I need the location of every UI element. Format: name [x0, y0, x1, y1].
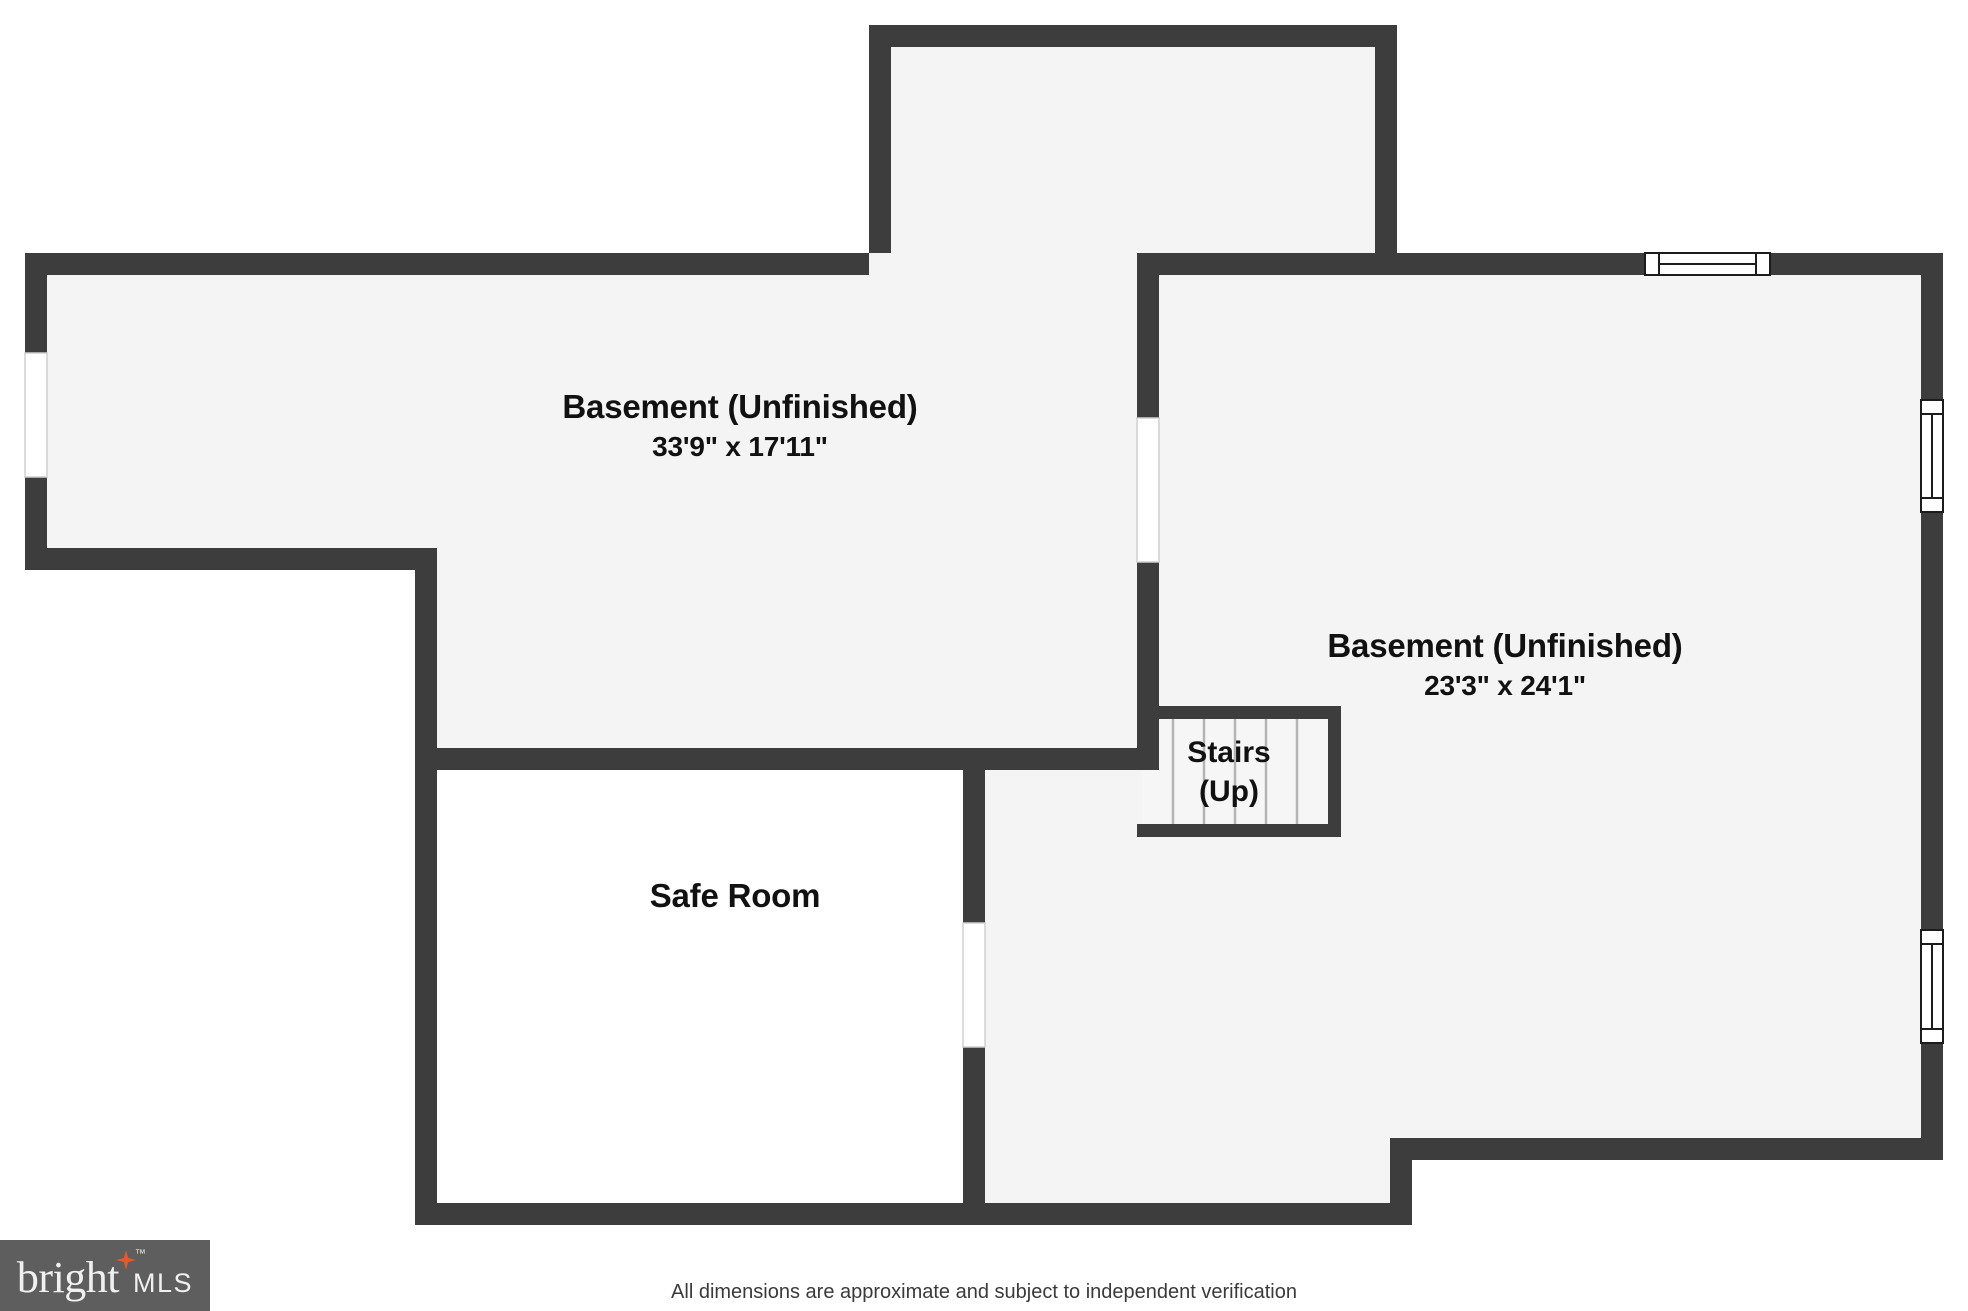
wall-center-lower [1137, 560, 1159, 770]
walls [25, 25, 1943, 1225]
wall-right-ext-a [1921, 253, 1943, 400]
wall-safe-right-upper [963, 748, 985, 925]
wall-left-exterior-lower [25, 475, 47, 570]
room-name: Safe Room [649, 877, 821, 914]
wall-right-top-b [1770, 253, 1943, 275]
wall-right-top-a [1137, 253, 1645, 275]
wall-stairs-right [1328, 706, 1341, 837]
watermark-suffix: MLS [133, 1268, 194, 1298]
room-fills [25, 25, 1943, 1225]
room-label-safe-room: Safe Room [650, 877, 821, 916]
wall-safe-left [415, 748, 437, 1225]
wall-protrusion-left [869, 25, 891, 253]
window-right-lower-icon [1920, 929, 1944, 1044]
watermark-trademark: ™ [134, 1248, 146, 1260]
door-exterior-left-icon [24, 352, 48, 478]
door-interior-center-icon [1136, 417, 1160, 563]
door-openings [24, 352, 1160, 1048]
wall-stairs-top [1137, 706, 1341, 719]
wall-stairs-bottom [1137, 824, 1341, 837]
wall-right-ext-b [1921, 512, 1943, 930]
room-dimensions: 33'9" x 17'11" [652, 430, 828, 462]
wall-left-jog-horizontal [25, 548, 437, 570]
room-dimensions: 23'3" x 24'1" [1424, 669, 1586, 701]
wall-left-jog-vertical [415, 548, 437, 770]
wall-left-exterior-upper [25, 253, 47, 355]
wall-center-upper [1137, 253, 1159, 420]
room-name: Basement (Unfinished) [1327, 627, 1683, 664]
wall-left-bottom [415, 748, 1150, 770]
safe-room-floor [415, 770, 985, 1225]
stairs-label-line1: Stairs [1187, 736, 1271, 769]
stairs-label-line2: (Up) [1199, 775, 1259, 808]
room-name: Basement (Unfinished) [562, 388, 918, 425]
wall-safe-right-lower [963, 1045, 985, 1225]
wall-safe-bottom [415, 1203, 985, 1225]
basement-right-floor [985, 258, 1943, 1225]
window-openings [1644, 252, 1944, 1044]
wall-right-step-bottom [985, 1203, 1412, 1225]
watermark-brand: bright [16, 1253, 120, 1302]
wall-protrusion-top [869, 25, 1397, 47]
basement-left-floor [25, 25, 1397, 770]
bright-mls-watermark: bright ™ MLS [0, 1240, 210, 1311]
disclaimer-text: All dimensions are approximate and subje… [671, 1281, 1297, 1303]
room-label-basement-right: Basement (Unfinished) 23'3" x 24'1" [1327, 627, 1682, 702]
wall-right-ext-c [1921, 1043, 1943, 1160]
stairs-treads [1171, 717, 1299, 825]
wall-right-bottom [1390, 1138, 1943, 1160]
stairs-label: Stairs (Up) [1187, 733, 1270, 811]
window-right-upper-icon [1920, 399, 1944, 513]
window-top-right-icon [1644, 252, 1771, 276]
door-safe-room-icon [962, 922, 986, 1048]
room-label-basement-left: Basement (Unfinished) 33'9" x 17'11" [562, 388, 917, 463]
wall-left-top [25, 253, 869, 275]
wall-protrusion-right [1375, 25, 1397, 258]
